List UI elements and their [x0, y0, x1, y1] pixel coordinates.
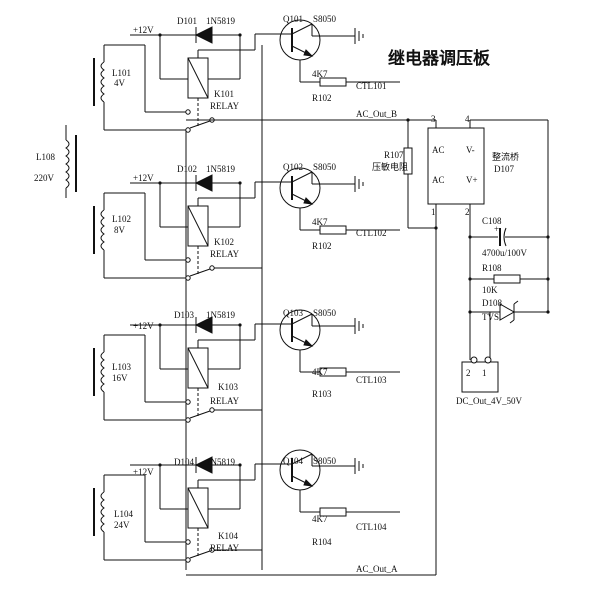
- transistor-ref: Q102: [283, 162, 303, 172]
- tvs-ref: D108: [482, 298, 502, 308]
- transistor-part: S8050: [313, 162, 337, 172]
- transformer-ref: L103: [112, 362, 131, 372]
- primary-transformer: L108 220V: [34, 125, 77, 198]
- ctl-label: CTL103: [356, 375, 387, 385]
- base-resistor-ref: R103: [312, 389, 332, 399]
- base-resistor-ref: R102: [312, 93, 332, 103]
- bridge-pin3: 3: [431, 114, 436, 124]
- varistor-ref: R107: [384, 150, 404, 160]
- bleed-ref: R108: [482, 263, 502, 273]
- connector-label: DC_Out_4V_50V: [456, 396, 523, 406]
- ctl-label: CTL101: [356, 81, 387, 91]
- ctl-label: CTL104: [356, 522, 387, 532]
- channel-4: +12V D104 1N5819 Q104 S8050 L104 24V K10…: [93, 449, 401, 564]
- bridge-ac1: AC: [432, 145, 445, 155]
- filter-capacitor: C108 + 4700u/100V: [468, 216, 550, 258]
- relay-ref: K104: [218, 531, 238, 541]
- relay-type: RELAY: [210, 543, 240, 553]
- diode-part: 1N5819: [206, 310, 235, 320]
- transistor-part: S8050: [313, 456, 337, 466]
- relay-type: RELAY: [210, 396, 240, 406]
- cap-polarity: +: [494, 224, 499, 234]
- channel-3: +12V D103 1N5819 Q103 S8050 L103 16V K10…: [93, 308, 401, 424]
- rail-label: +12V: [133, 173, 154, 183]
- primary-ref: L108: [36, 152, 55, 162]
- cap-ref: C108: [482, 216, 502, 226]
- ac-out-a-label: AC_Out_A: [356, 564, 398, 574]
- base-resistor-ref: R104: [312, 537, 332, 547]
- bridge-ac2: AC: [432, 175, 445, 185]
- primary-voltage: 220V: [34, 173, 55, 183]
- bridge-pin4: 4: [465, 114, 470, 124]
- bridge-name: 整流桥: [492, 151, 519, 162]
- diode-part: 1N5819: [206, 164, 235, 174]
- transformer-ref: L102: [112, 214, 131, 224]
- base-resistor-ref: R102: [312, 241, 332, 251]
- relay-ref: K103: [218, 382, 238, 392]
- transformer-ref: L101: [112, 68, 131, 78]
- cap-value: 4700u/100V: [482, 248, 528, 258]
- board-title: 继电器调压板: [388, 48, 491, 69]
- channel-1: +12V D101 1N5819 Q101 S8050 L101 4V K101…: [93, 14, 401, 134]
- tvs-diode: D108 TVS: [468, 298, 550, 324]
- diode-ref: D103: [174, 310, 194, 320]
- transformer-voltage: 24V: [114, 520, 130, 530]
- connector-pin2: 2: [466, 368, 471, 378]
- bridge-pin1: 1: [431, 207, 436, 217]
- bridge-pin2: 2: [465, 207, 470, 217]
- rail-label: +12V: [133, 25, 154, 35]
- transformer-ref: L104: [114, 509, 133, 519]
- base-resistor-value: 4K7: [312, 69, 328, 79]
- transistor-ref: Q104: [283, 456, 303, 466]
- diode-ref: D104: [174, 457, 194, 467]
- diode-ref: D101: [177, 16, 197, 26]
- bridge-ref: D107: [494, 164, 514, 174]
- bleeder-resistor: R108 10K: [468, 263, 550, 295]
- transistor-part: S8050: [313, 14, 337, 24]
- ac-out-b-label: AC_Out_B: [356, 109, 397, 119]
- transistor-ref: Q101: [283, 14, 303, 24]
- bridge-pos: V+: [466, 175, 478, 185]
- varistor-desc: 压敏电阻: [372, 161, 408, 172]
- ctl-label: CTL102: [356, 228, 387, 238]
- base-resistor-value: 4K7: [312, 514, 328, 524]
- relay-type: RELAY: [210, 101, 240, 111]
- relay-ref: K101: [214, 89, 234, 99]
- transistor-part: S8050: [313, 308, 337, 318]
- diode-part: 1N5819: [206, 16, 235, 26]
- bleed-value: 10K: [482, 285, 498, 295]
- connector-pin1: 1: [482, 368, 487, 378]
- diode-part: 1N5819: [206, 457, 235, 467]
- channel-2: +12V D102 1N5819 Q102 S8050 L102 8V K102…: [93, 162, 401, 282]
- relay-ref: K102: [214, 237, 234, 247]
- transformer-voltage: 4V: [114, 78, 126, 88]
- transistor-ref: Q103: [283, 308, 303, 318]
- rail-label: +12V: [133, 321, 154, 331]
- transformer-voltage: 8V: [114, 225, 126, 235]
- bridge-rectifier: 3 4 1 2 AC AC V- V+ 整流桥 D107: [427, 114, 548, 575]
- dc-output-connector: 2 1 DC_Out_4V_50V: [456, 356, 523, 406]
- base-resistor-value: 4K7: [312, 217, 328, 227]
- rail-label: +12V: [133, 467, 154, 477]
- transformer-voltage: 16V: [112, 373, 128, 383]
- diode-ref: D102: [177, 164, 197, 174]
- relay-type: RELAY: [210, 249, 240, 259]
- bridge-neg: V-: [466, 145, 475, 155]
- tvs-type: TVS: [482, 312, 499, 322]
- base-resistor-value: 4K7: [312, 367, 328, 377]
